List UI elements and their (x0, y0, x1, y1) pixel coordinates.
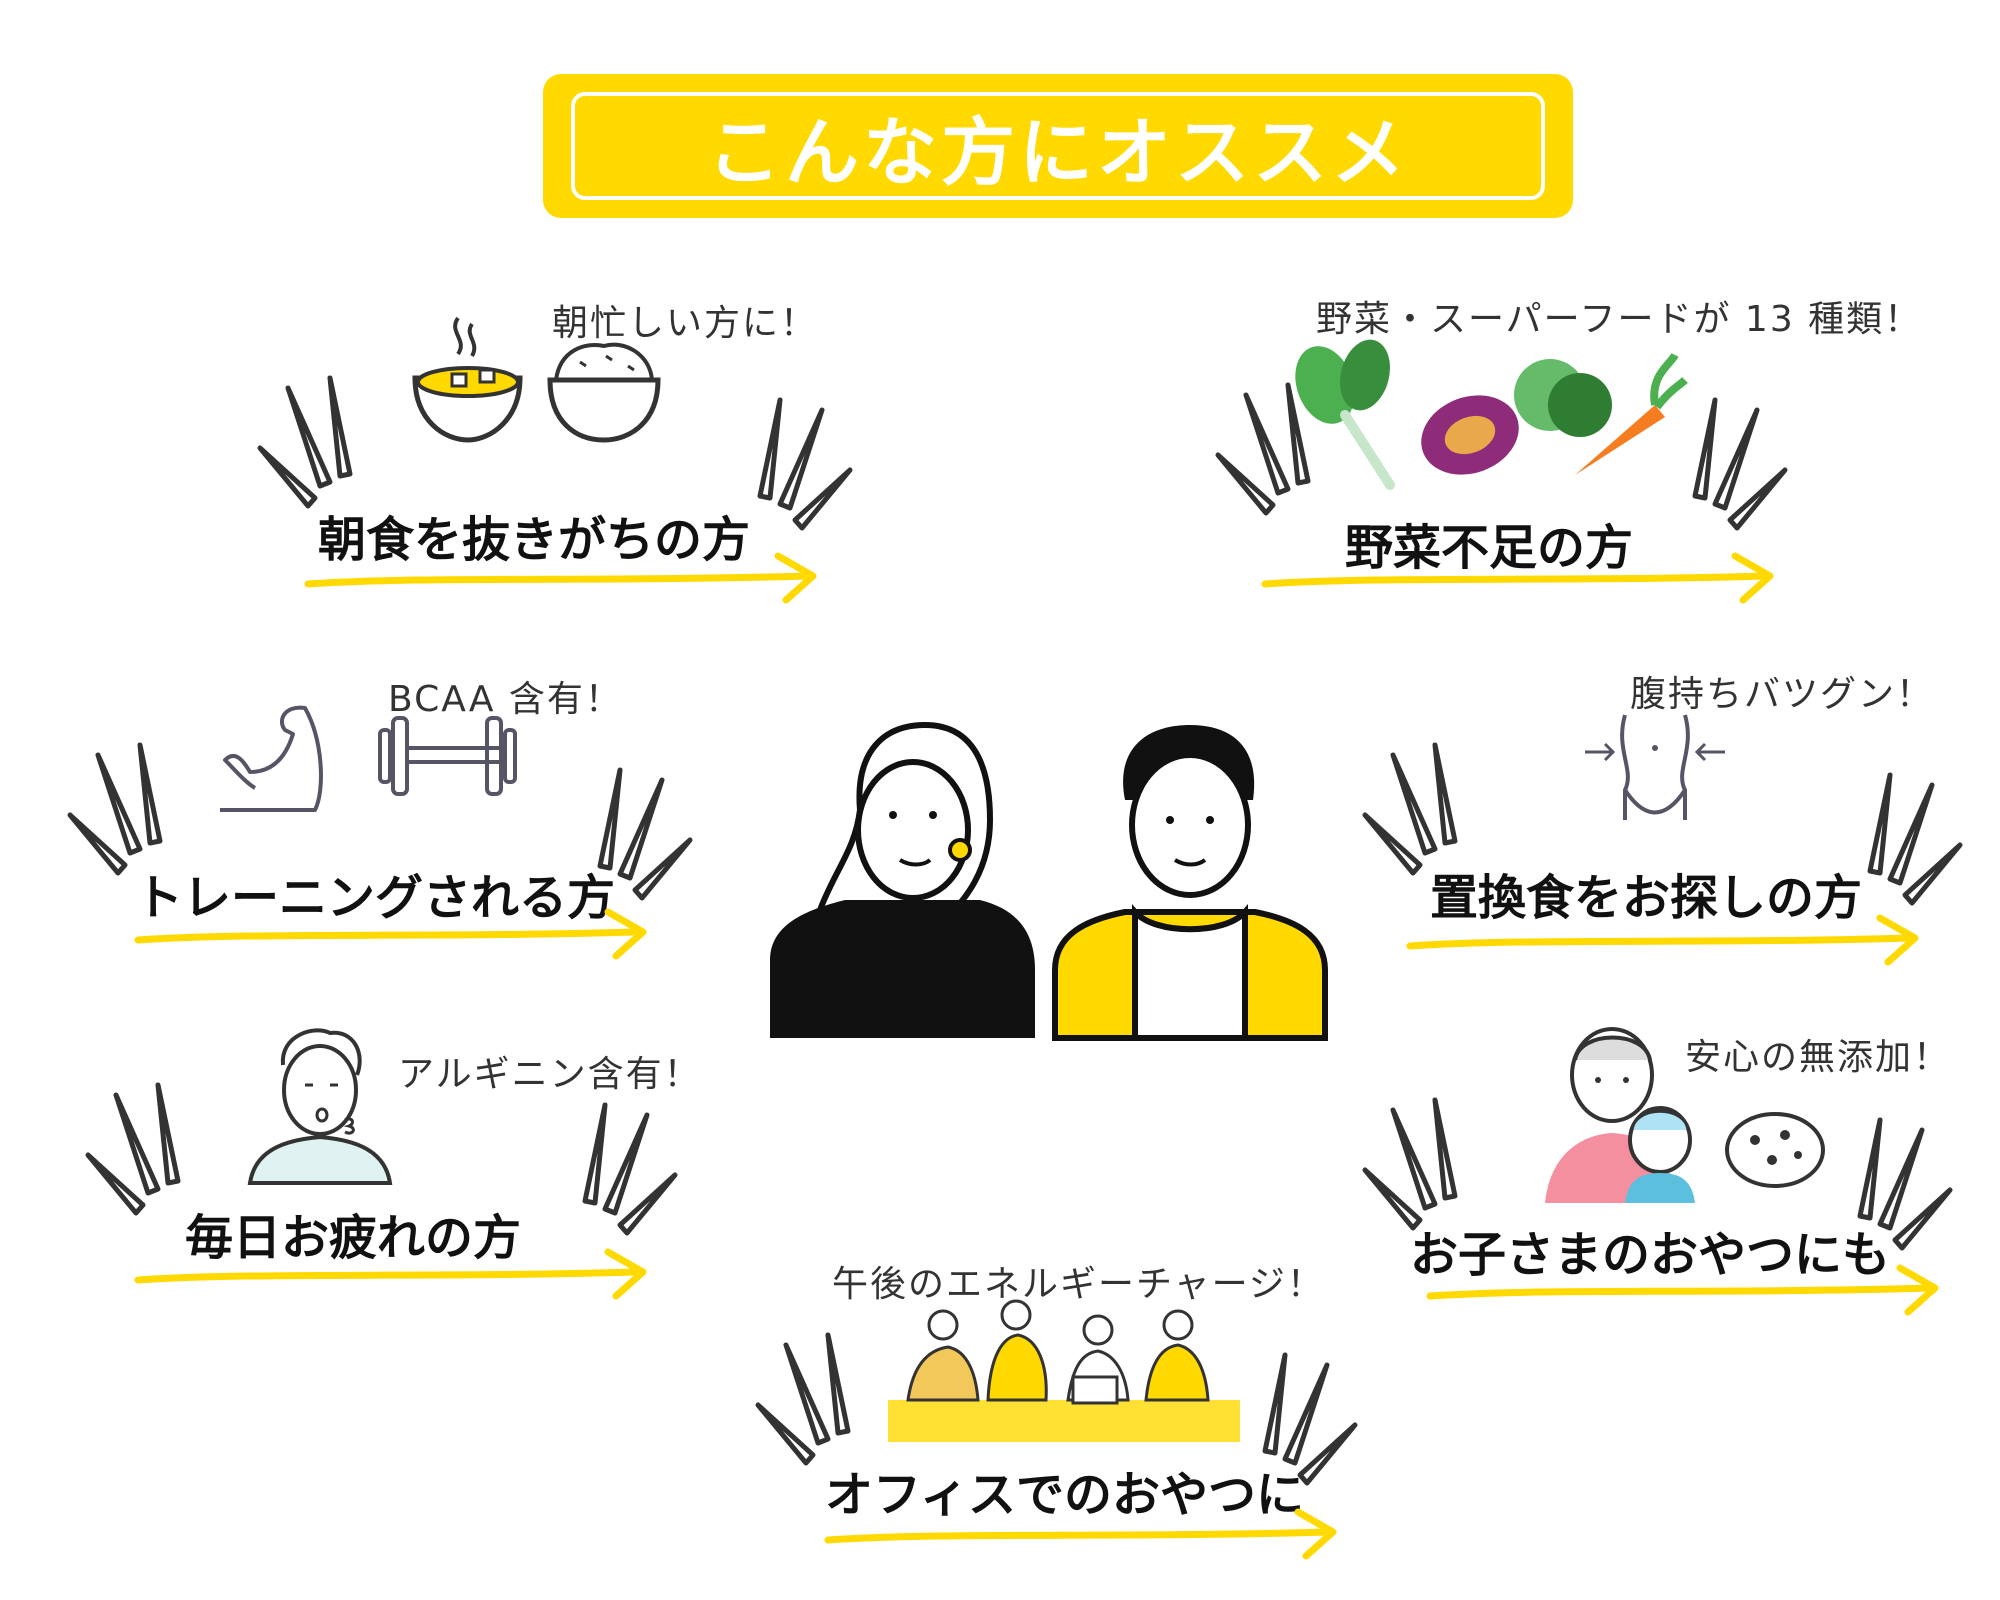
miso-rice-icon (412, 316, 661, 443)
arrow-icon (138, 912, 658, 962)
burst-lines-icon (1365, 745, 1465, 875)
burst-lines-icon (1695, 400, 1795, 530)
arrow-icon (1265, 556, 1785, 606)
burst-lines-icon (260, 378, 360, 508)
burst-lines-icon (1870, 775, 1970, 905)
heading-office: オフィスでのおやつに (825, 1467, 1305, 1523)
couple-illustration (770, 721, 1328, 1041)
heading-tired: 毎日お疲れの方 (185, 1210, 522, 1266)
heading-breakfast: 朝食を抜きがちの方 (318, 512, 751, 568)
caption-kids-snack: 安心の無添加！ (1685, 1037, 1952, 1078)
caption-training: BCAA 含有！ (388, 679, 623, 720)
heading-meal-replacement: 置換食をお探しの方 (1430, 870, 1863, 926)
vegetables-icon (1295, 339, 1688, 490)
arrow-icon (1410, 918, 1930, 968)
heading-kids-snack: お子さまのおやつにも (1410, 1227, 1891, 1283)
title-banner: こんな方にオススメ (543, 74, 1573, 218)
arrow-icon (828, 1512, 1348, 1562)
caption-breakfast: 朝忙しい方に！ (552, 303, 819, 344)
waist-icon (1585, 714, 1725, 820)
burst-lines-icon (88, 1085, 188, 1215)
caption-tired: アルギニン含有！ (398, 1054, 702, 1095)
caption-meal-replacement: 腹持ちバツグン！ (1630, 674, 1935, 715)
mother-child-cookie-icon (1545, 1027, 1825, 1203)
burst-lines-icon (1365, 1100, 1465, 1230)
caption-vegetables: 野菜・スーパーフードが 13 種類！ (1316, 299, 1923, 340)
page-title: こんな方にオススメ (707, 109, 1409, 196)
burst-lines-icon (758, 1335, 858, 1465)
title-banner-frame: こんな方にオススメ (571, 92, 1545, 200)
office-meeting-icon (888, 1299, 1240, 1442)
arrow-icon (138, 1252, 658, 1302)
heading-vegetables: 野菜不足の方 (1345, 520, 1634, 576)
muscle-dumbbell-icon (220, 705, 517, 812)
tired-man-icon (247, 1028, 393, 1185)
caption-office: 午後のエネルギーチャージ！ (832, 1264, 1325, 1305)
arrow-icon (1430, 1268, 1950, 1318)
burst-lines-icon (70, 745, 170, 875)
burst-lines-icon (585, 1105, 685, 1235)
arrow-icon (308, 556, 828, 606)
burst-lines-icon (760, 400, 860, 530)
heading-training: トレーニングされる方 (135, 870, 616, 926)
burst-lines-icon (1218, 385, 1318, 515)
